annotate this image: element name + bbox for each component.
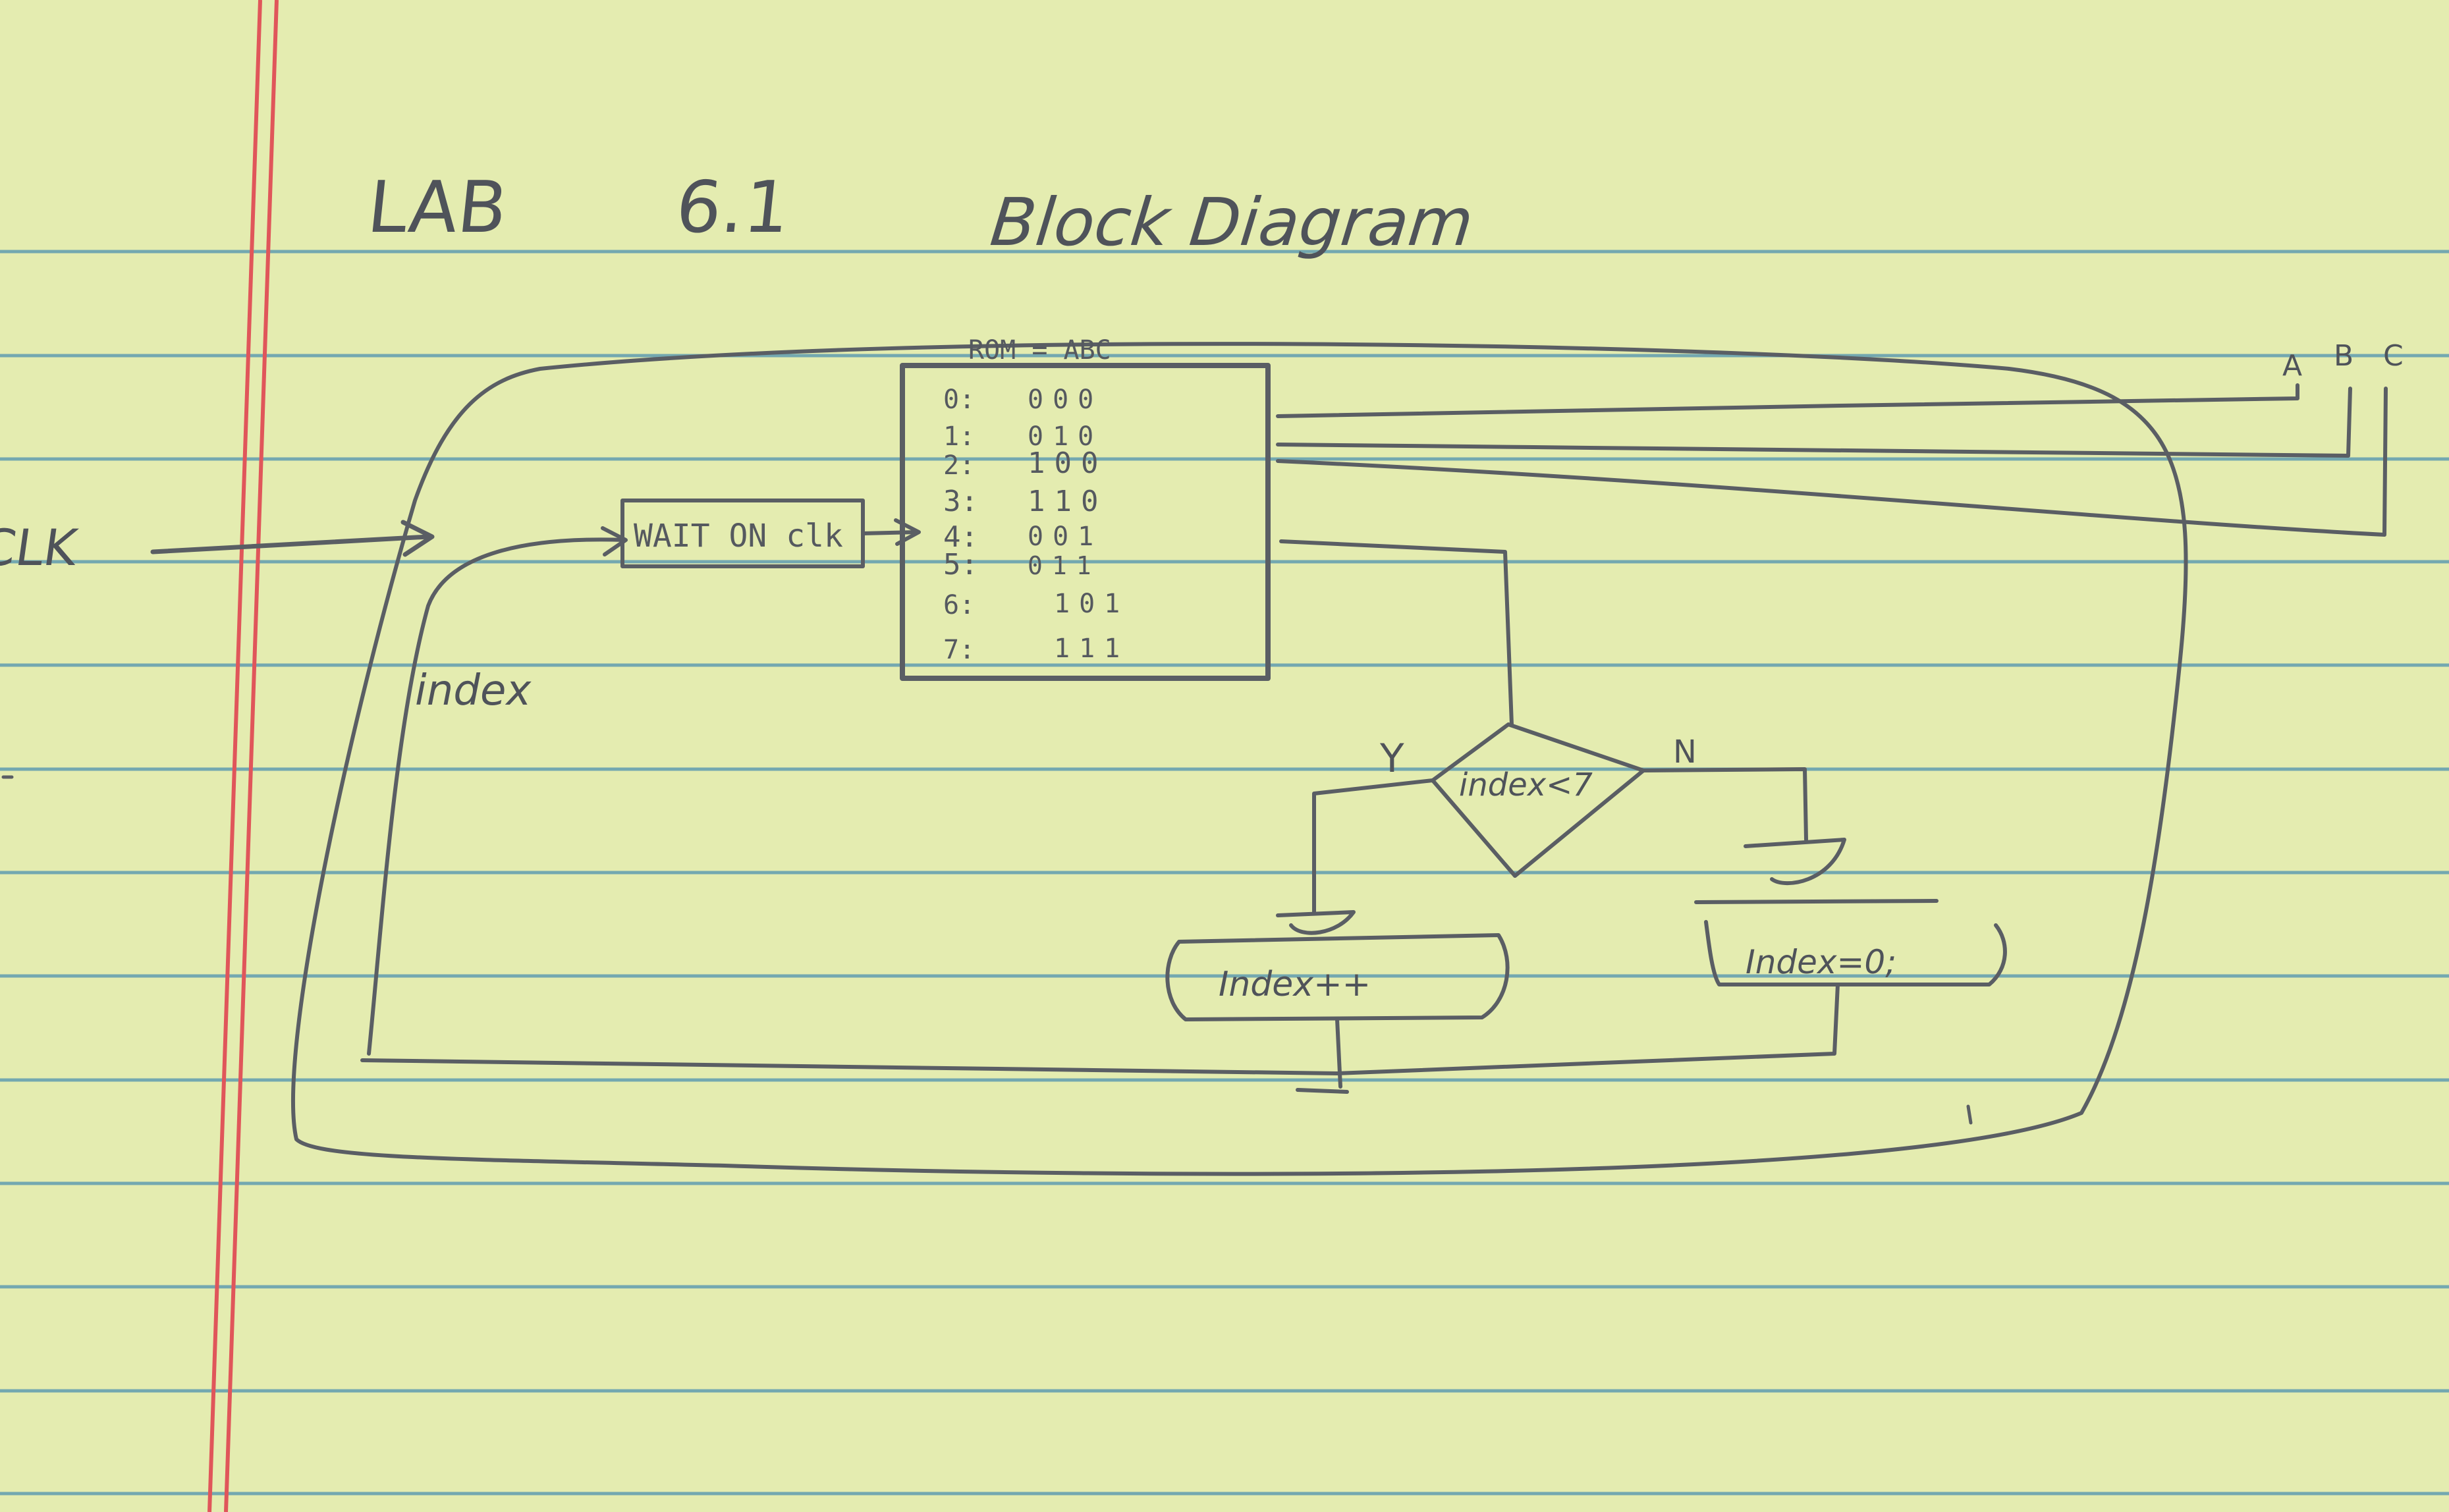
clk-arrow <box>150 520 435 557</box>
index-line <box>367 537 626 1056</box>
ruled-lines <box>0 250 2449 1496</box>
output-lines <box>1276 383 2388 537</box>
rom-row-0-bits: 000 <box>1028 385 1103 415</box>
stray-mark <box>1966 1104 1973 1125</box>
rom-row-6-addr: 6: <box>943 590 975 620</box>
rom-rows: 0: 000 1: 010 2: 100 3: 110 4: 001 5: 01… <box>943 385 1129 665</box>
rom-row-3-addr: 3: <box>943 485 978 518</box>
feedback-loop-outline <box>291 342 2188 1176</box>
no-branch-line <box>1641 767 1808 842</box>
title-number: 6.1 <box>672 165 794 249</box>
no-branch-merge-symbol <box>1744 838 1846 886</box>
decision-yes-label: Y <box>1379 736 1404 782</box>
clk-label: CLK <box>0 519 82 578</box>
index-label: index <box>415 666 532 715</box>
rom-row-1-bits: 010 <box>1028 421 1103 452</box>
increment-label: Index++ <box>1219 965 1371 1004</box>
rom-row-4-bits: 001 <box>1028 522 1103 552</box>
diagram-title: LAB 6.1 Block Diagram <box>364 165 1477 261</box>
rom-row-2-addr: 2: <box>943 450 975 481</box>
increment-block: Index++ <box>1165 933 1510 1021</box>
output-c-label: C <box>2383 339 2404 373</box>
rom-row-7-addr: 7: <box>943 635 975 665</box>
rom-row-5-bits: 011 <box>1028 551 1101 580</box>
output-a-label: A <box>2282 349 2302 383</box>
rom-row-2-bits: 100 <box>1028 446 1107 480</box>
rom-row-4-addr: 4: <box>943 520 978 554</box>
index-arrowhead <box>601 526 628 556</box>
margin-lines <box>207 0 279 1512</box>
yes-branch-merge-symbol <box>1276 910 1356 935</box>
title-words: Block Diagram <box>987 184 1477 261</box>
wait-block-label: WAIT ON clk <box>634 518 843 554</box>
yes-branch-line <box>1312 778 1435 914</box>
rom-row-7-bits: 111 <box>1054 634 1129 664</box>
rom-row-1-addr: 1: <box>943 421 975 452</box>
rom-to-decision-line <box>1279 539 1514 726</box>
title-lab: LAB <box>364 165 511 249</box>
rom-row-0-addr: 0: <box>943 385 975 415</box>
decision-condition: index<7 <box>1459 767 1593 803</box>
return-lines <box>360 983 1840 1094</box>
rom-heading: ROM = ABC <box>968 335 1111 365</box>
rom-block: ROM = ABC 0: 000 1: 010 2: 100 3: 110 4:… <box>900 335 1271 681</box>
decision-no-label: N <box>1673 734 1697 770</box>
rom-row-6-bits: 101 <box>1054 589 1129 619</box>
reset-label: Index=0; <box>1746 943 1896 981</box>
decision-diamond: index<7 <box>1431 722 1645 878</box>
reset-block: Index=0; <box>1694 899 2007 986</box>
rom-row-5-addr: 5: <box>943 548 978 581</box>
output-b-label: B <box>2334 339 2353 373</box>
rom-row-3-bits: 110 <box>1028 485 1107 518</box>
